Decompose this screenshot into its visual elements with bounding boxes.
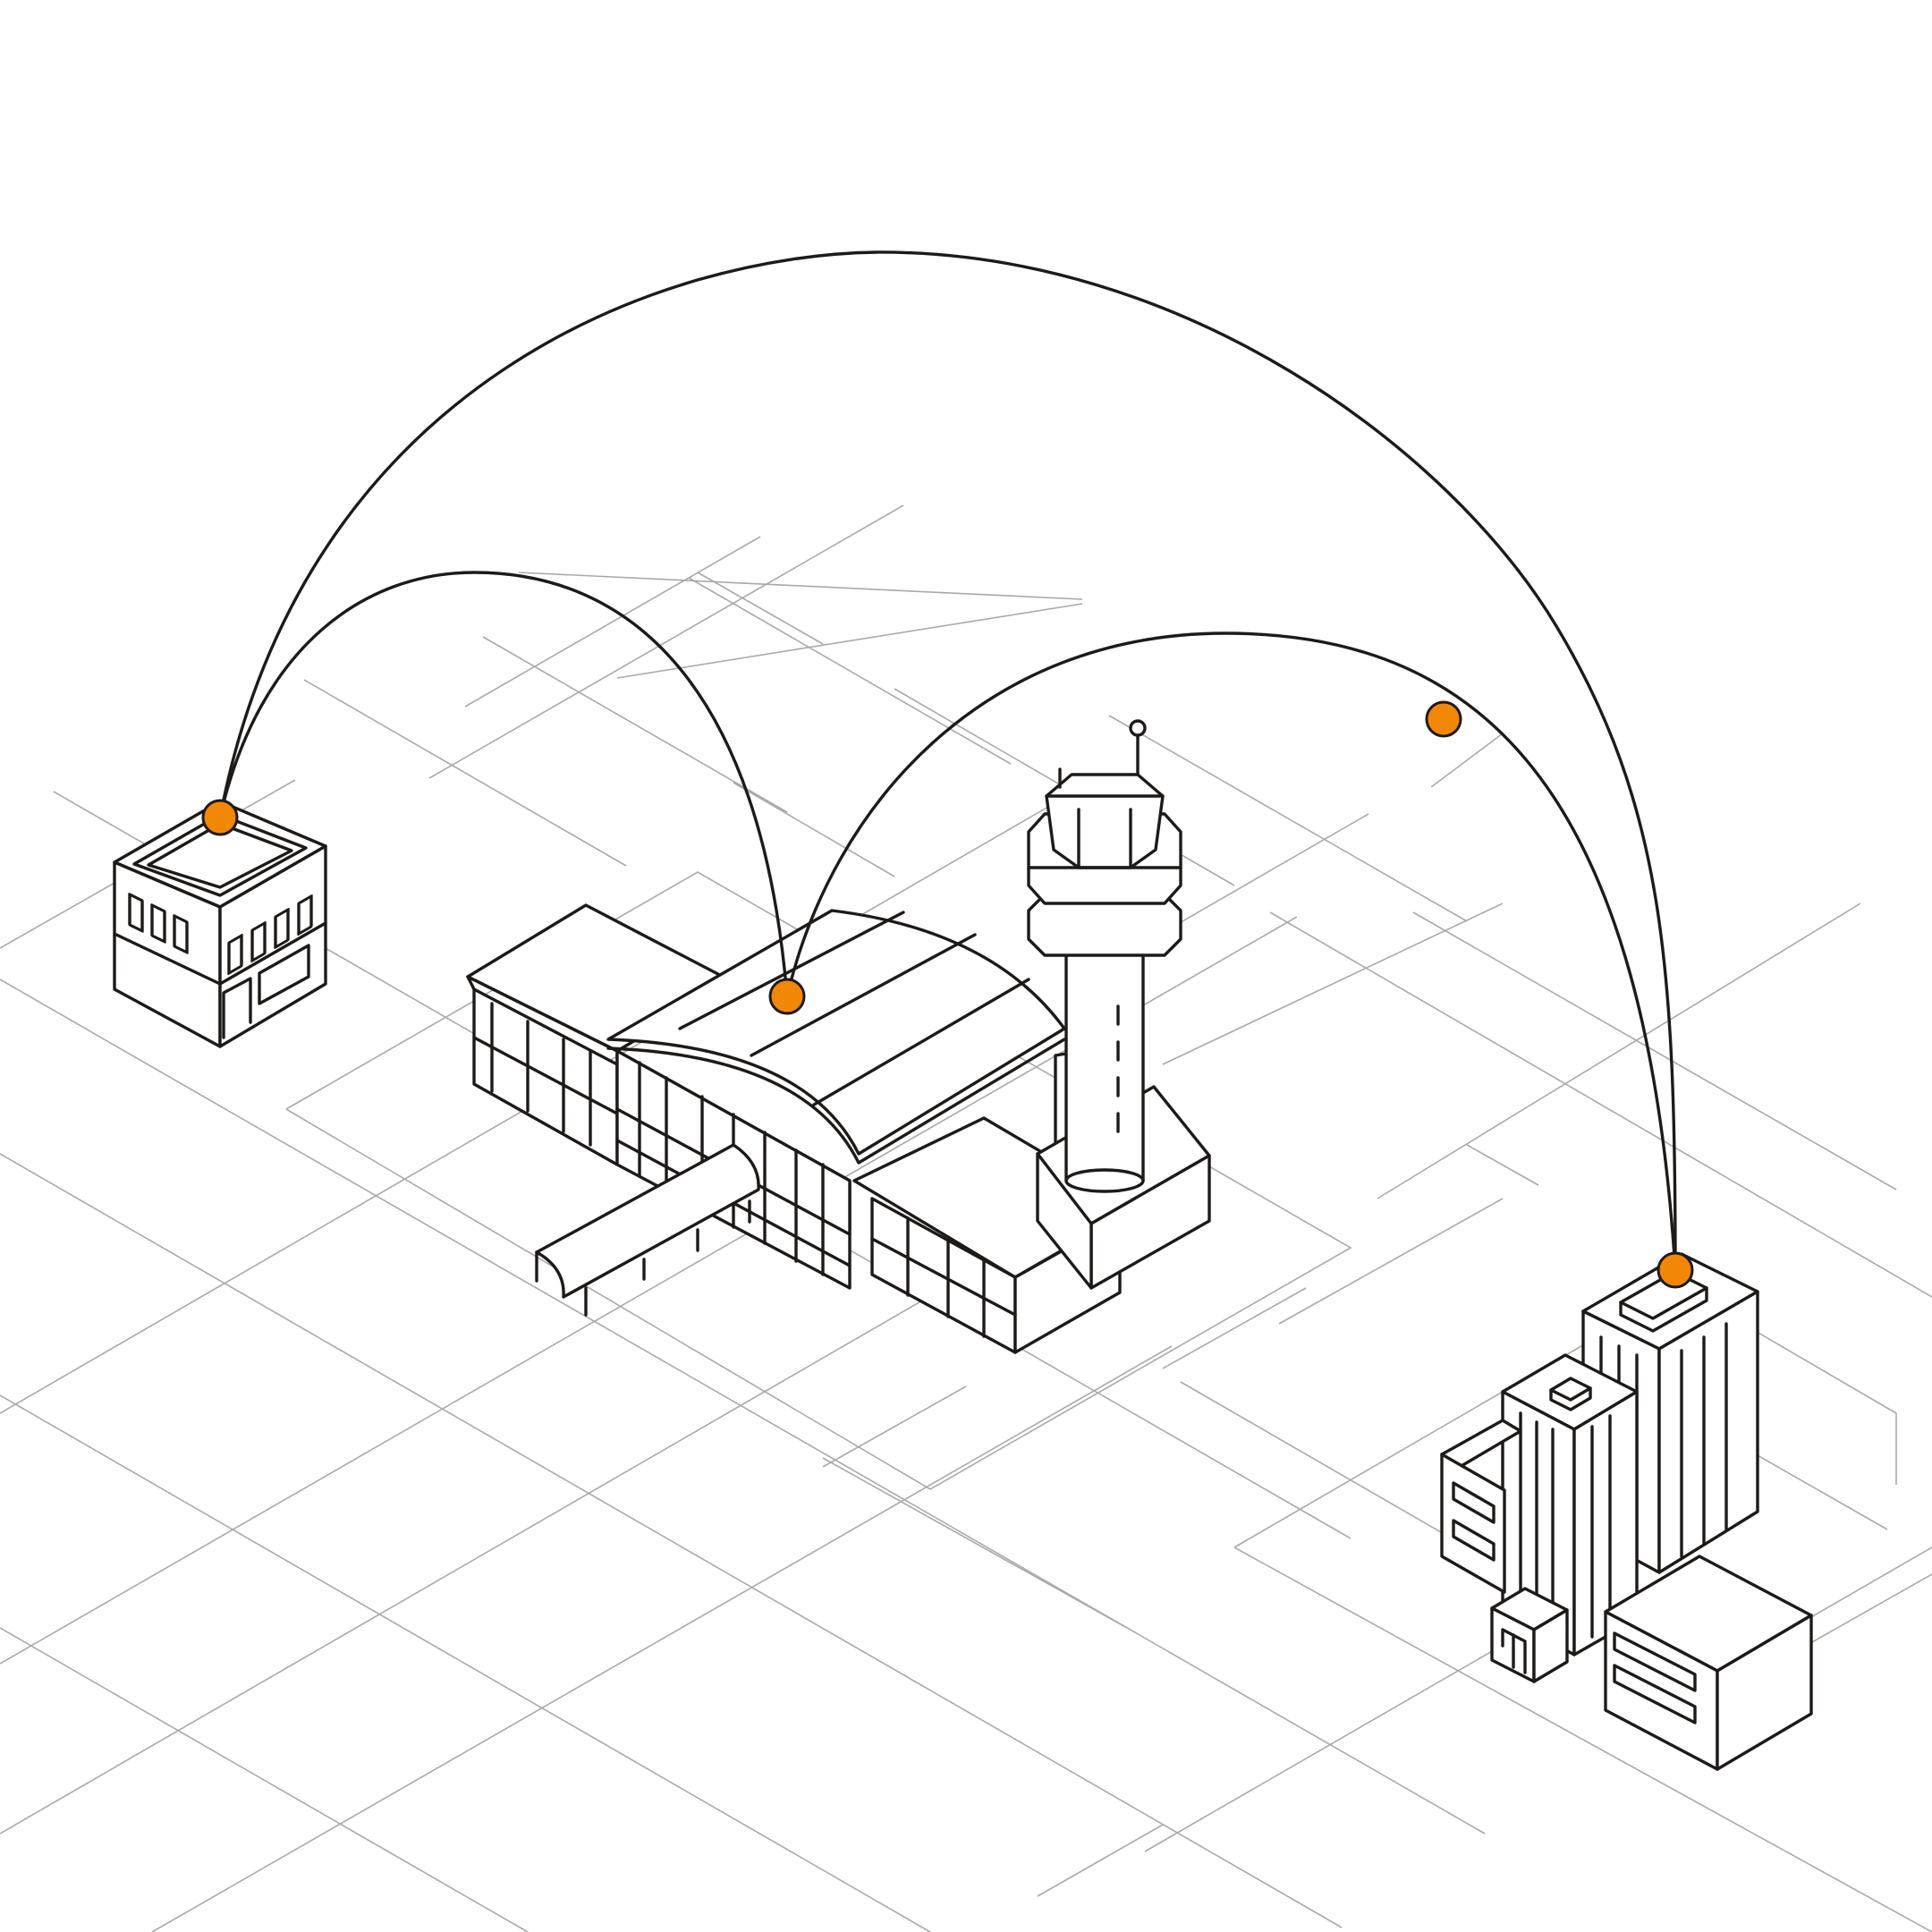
connection-nodes — [201, 700, 1694, 1289]
airport-terminal-icon — [466, 903, 1138, 1354]
control-tower-icon — [1027, 719, 1211, 1290]
node-airport — [768, 978, 806, 1015]
node-office — [201, 799, 239, 836]
arc-airport-to-city — [785, 631, 1677, 1272]
small-office-building-icon — [113, 800, 327, 1048]
arc-office-to-city — [218, 250, 1677, 1272]
node-city — [1657, 1251, 1694, 1289]
arc-office-to-airport — [218, 571, 789, 998]
skyscrapers-icon — [1440, 1252, 1813, 1771]
node-midway — [1425, 700, 1462, 738]
connection-arcs — [218, 250, 1677, 1272]
street-grid — [0, 504, 1932, 1932]
